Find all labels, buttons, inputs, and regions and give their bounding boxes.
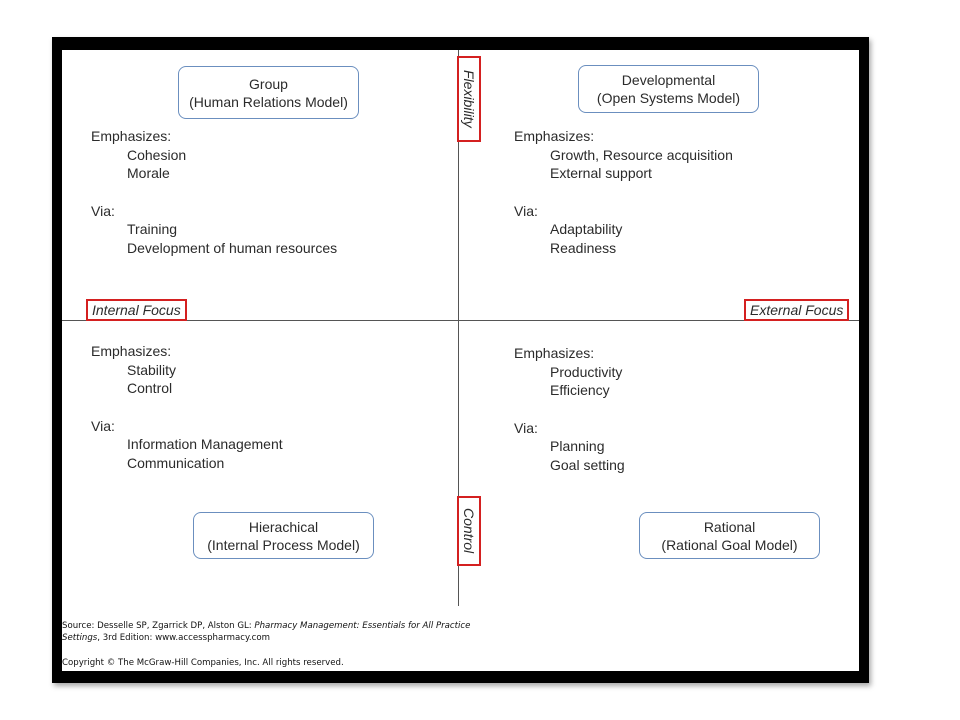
emphasizes-heading: Emphasizes: <box>91 343 172 359</box>
emphasis-item: Cohesion <box>127 146 187 163</box>
diagram-canvas: Group (Human Relations Model) Emphasizes… <box>62 50 859 671</box>
flexibility-axis-label: Flexibility <box>457 56 481 142</box>
via-item: Training <box>127 221 178 237</box>
rational-quadrant-text: Emphasizes: Productivity Efficiency Via:… <box>514 344 625 474</box>
group-model-title: Group <box>249 75 288 92</box>
via-item: Communication <box>127 454 225 471</box>
hierachical-model-subtitle: (Internal Process Model) <box>207 536 360 553</box>
copyright-notice: Copyright © The McGraw-Hill Companies, I… <box>62 658 344 668</box>
emphasis-item: External support <box>550 165 652 181</box>
via-item: Readiness <box>550 239 617 256</box>
via-heading: Via: <box>514 202 538 219</box>
group-model-subtitle: (Human Relations Model) <box>189 93 348 110</box>
developmental-quadrant-text: Emphasizes: Growth, Resource acquisition… <box>514 127 733 257</box>
via-item: Adaptability <box>550 221 623 237</box>
rational-model-title: Rational <box>703 518 756 535</box>
hierachical-quadrant-text: Emphasizes: Stability Control Via: Infor… <box>91 342 283 472</box>
hierachical-model-box: Hierachical (Internal Process Model) <box>193 512 374 559</box>
via-item: Goal setting <box>550 456 625 473</box>
vertical-axis-line <box>458 50 459 606</box>
via-item: Information Management <box>127 436 283 452</box>
book-title: Pharmacy Management: Essentials for All … <box>62 621 471 643</box>
rational-model-subtitle: (Rational Goal Model) <box>661 536 798 553</box>
hierachical-model-title: Hierachical <box>248 518 319 535</box>
group-quadrant-text: Emphasizes: Cohesion Morale Via: Trainin… <box>91 127 337 257</box>
via-heading: Via: <box>91 202 115 219</box>
via-item: Development of human resources <box>127 239 338 256</box>
via-item: Planning <box>550 438 605 454</box>
emphasizes-heading: Emphasizes: <box>514 128 595 144</box>
developmental-model-subtitle: (Open Systems Model) <box>596 90 741 106</box>
developmental-model-box: Developmental (Open Systems Model) <box>578 65 759 113</box>
emphasis-item: Control <box>127 380 173 396</box>
emphasizes-heading: Emphasizes: <box>91 128 172 144</box>
emphasizes-heading: Emphasizes: <box>514 345 595 361</box>
emphasis-item: Stability <box>127 361 177 378</box>
horizontal-axis-line <box>62 320 859 321</box>
via-heading: Via: <box>514 419 538 436</box>
emphasis-item: Morale <box>127 165 170 181</box>
external-focus-axis-label: External Focus <box>744 299 850 321</box>
developmental-model-title: Developmental <box>621 72 716 88</box>
source-citation: Source: Desselle SP, Zgarrick DP, Alston… <box>62 621 471 643</box>
control-axis-label: Control <box>457 496 481 566</box>
internal-focus-axis-label: Internal Focus <box>86 299 187 321</box>
emphasis-item: Growth, Resource acquisition <box>550 146 733 163</box>
via-heading: Via: <box>91 417 115 434</box>
group-model-box: Group (Human Relations Model) <box>178 66 359 119</box>
emphasis-item: Efficiency <box>550 382 610 398</box>
rational-model-box: Rational (Rational Goal Model) <box>639 512 820 559</box>
emphasis-item: Productivity <box>550 363 623 380</box>
